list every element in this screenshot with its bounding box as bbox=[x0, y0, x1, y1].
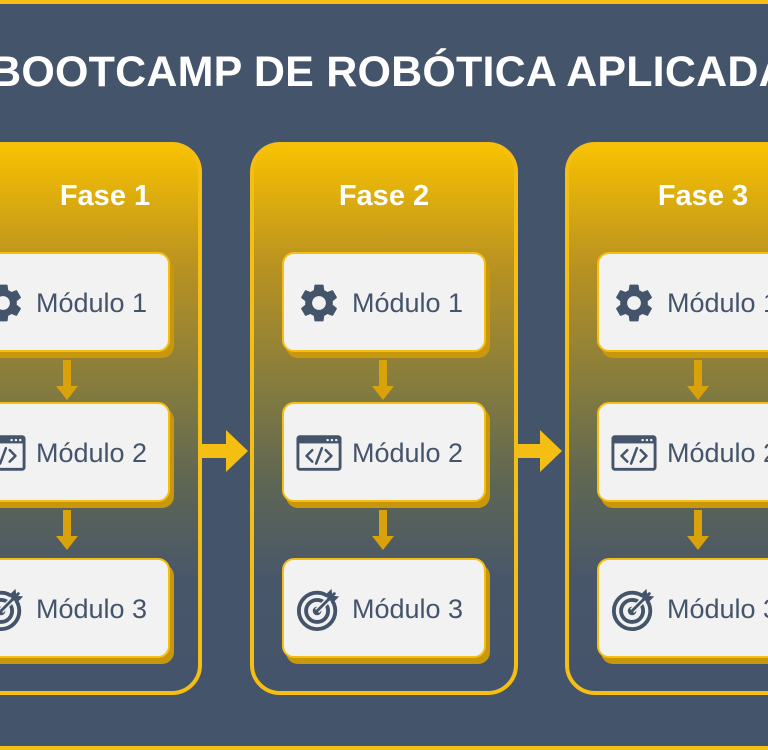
phase-title: Fase 2 bbox=[338, 180, 430, 212]
phase-title: Fase 3 bbox=[657, 180, 749, 212]
gear-icon bbox=[0, 284, 21, 322]
gear-icon bbox=[301, 284, 337, 322]
module-card: Módulo 2 bbox=[0, 402, 170, 502]
module-card: Módulo 3 bbox=[0, 558, 170, 658]
code-window-icon bbox=[296, 435, 342, 471]
phase-1: Fase 1 Módulo 1 Módulo 2 Módulo 3 bbox=[0, 142, 202, 695]
module-label: Módulo 2 bbox=[667, 438, 768, 468]
module-label: Módulo 1 bbox=[352, 288, 464, 318]
down-arrow-icon bbox=[687, 510, 709, 550]
module-card: Módulo 3 bbox=[282, 558, 486, 658]
module-label: Módulo 3 bbox=[667, 594, 768, 624]
module-label: Módulo 2 bbox=[36, 438, 148, 468]
down-arrow-icon bbox=[56, 360, 78, 400]
module-label: Módulo 1 bbox=[667, 288, 768, 318]
right-arrow-icon bbox=[516, 430, 562, 472]
module-card: Módulo 2 bbox=[597, 402, 768, 502]
target-icon bbox=[296, 588, 340, 632]
down-arrow-icon bbox=[56, 510, 78, 550]
down-arrow-icon bbox=[372, 510, 394, 550]
module-label: Módulo 2 bbox=[352, 438, 464, 468]
module-card: Módulo 1 bbox=[597, 252, 768, 352]
target-icon bbox=[611, 588, 655, 632]
module-label: Módulo 3 bbox=[36, 594, 148, 624]
code-window-icon bbox=[0, 435, 26, 471]
code-window-icon bbox=[611, 435, 657, 471]
module-label: Módulo 1 bbox=[36, 288, 148, 318]
phase-title: Fase 1 bbox=[59, 180, 151, 212]
right-arrow-icon bbox=[202, 430, 248, 472]
module-card: Módulo 1 bbox=[282, 252, 486, 352]
module-card: Módulo 3 bbox=[597, 558, 768, 658]
diagram-title: BOOTCAMP DE ROBÓTICA APLICADA bbox=[0, 48, 768, 96]
gear-icon bbox=[616, 284, 652, 322]
phase-3: Fase 3 Módulo 1 Módulo 2 Módulo 3 bbox=[565, 142, 768, 695]
module-label: Módulo 3 bbox=[352, 594, 464, 624]
module-card: Módulo 2 bbox=[282, 402, 486, 502]
target-icon bbox=[0, 588, 24, 632]
down-arrow-icon bbox=[687, 360, 709, 400]
down-arrow-icon bbox=[372, 360, 394, 400]
module-card: Módulo 1 bbox=[0, 252, 170, 352]
phase-2: Fase 2 Módulo 1 Módulo 2 Módulo 3 bbox=[250, 142, 518, 695]
